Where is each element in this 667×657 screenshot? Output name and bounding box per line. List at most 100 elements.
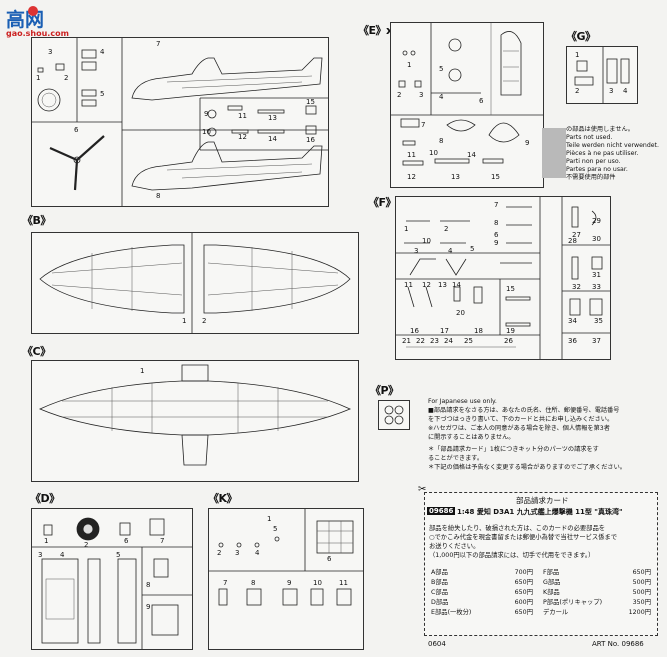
part-number: 2	[202, 317, 207, 325]
price-value: 500円	[632, 579, 651, 586]
part-number: 12	[238, 133, 247, 141]
card-code-badge: 09686	[427, 507, 456, 515]
unused-legend-line: Parts not used.	[566, 134, 613, 141]
part-number: 2	[217, 549, 222, 557]
section-g-label: 《G》	[566, 30, 596, 43]
sprue-f-drawing	[396, 197, 610, 359]
part-number: 5	[100, 90, 105, 98]
scissors-icon: ✂	[418, 484, 427, 495]
part-number: 32	[572, 283, 581, 291]
part-number: 16	[410, 327, 419, 335]
part-number: 5	[116, 551, 121, 559]
notice-line: に開示することはありません。	[428, 434, 515, 441]
part-number: 24	[444, 337, 453, 345]
part-number: 10	[202, 128, 211, 136]
part-number: 2	[84, 541, 89, 549]
part-number: 17	[440, 327, 449, 335]
part-number: 7	[421, 121, 426, 129]
price-row: F部品 650円	[543, 567, 651, 576]
part-number: 1	[36, 74, 41, 82]
card-product-name: 1:48 愛知 D3A1 九九式艦上爆撃機 11型 "真珠湾"	[457, 508, 623, 516]
notice-heading: For Japanese use only.	[428, 398, 497, 405]
part-number: 1	[182, 317, 187, 325]
card-intro-line: （1,000円以下の部品請求には、切手で代用をできます。）	[429, 552, 595, 559]
part-number: 31	[592, 271, 601, 279]
price-value: 650円	[514, 609, 533, 616]
part-number: 6	[327, 555, 332, 563]
footer-art-number: ART No. 09686	[592, 640, 644, 648]
part-number: 23	[430, 337, 439, 345]
part-number: 10	[422, 237, 431, 245]
price-part: F部品	[543, 569, 560, 576]
part-number: 22	[416, 337, 425, 345]
unused-parts-swatch	[542, 128, 566, 178]
price-value: 1200円	[628, 609, 651, 616]
section-c-label: 《C》	[22, 345, 51, 358]
part-number: 7	[494, 201, 499, 209]
part-number: 13	[268, 114, 277, 122]
unused-legend-line: の部品は使用しません。	[566, 126, 634, 133]
part-number: 1	[44, 537, 49, 545]
sprue-b-drawing	[39, 233, 351, 333]
sprue-f-frame: 1 2 3 4 5 6 7 8 9 10 11 12 13 14 15 16 1…	[395, 196, 611, 360]
part-number: 8	[494, 219, 499, 227]
part-number: 28	[568, 237, 577, 245]
part-number: 3	[48, 48, 53, 56]
part-number: 2	[397, 91, 402, 99]
price-value: 650円	[632, 569, 651, 576]
part-number: 2	[64, 74, 69, 82]
price-part: E部品(一枚分)	[431, 609, 472, 616]
part-number: 6	[74, 126, 79, 134]
part-number: 5	[439, 65, 444, 73]
part-number: 7	[160, 537, 165, 545]
part-number: 4	[60, 551, 65, 559]
price-value: 500円	[632, 589, 651, 596]
part-number: 8	[146, 581, 151, 589]
part-number: 9	[525, 139, 530, 147]
part-number: 19	[506, 327, 515, 335]
part-number: 30	[592, 235, 601, 243]
part-number: 7	[223, 579, 228, 587]
price-part: デカール	[543, 609, 569, 616]
part-number: 6	[124, 537, 129, 545]
part-number: 25	[464, 337, 473, 345]
price-part: A部品	[431, 569, 448, 576]
notice-line: ※ハセガワは、ご本人の同意がある場合を除き、個人情報を第3者	[428, 425, 610, 432]
watermark-text: 高网	[6, 9, 45, 31]
price-part: P部品(ポリキャップ)	[543, 599, 603, 606]
sprue-d-frame: 1 2 3 4 5 6 7 8 9	[31, 508, 193, 650]
sprue-p-frame	[378, 400, 410, 430]
sprue-g-drawing	[574, 47, 630, 103]
price-row: デカール 1200円	[543, 607, 651, 616]
price-row: E部品(一枚分) 650円	[431, 607, 533, 616]
unused-legend-line: Parti non per uso.	[566, 158, 621, 165]
part-number: 8	[251, 579, 256, 587]
part-number: 4	[100, 48, 105, 56]
sprue-a-drawing	[32, 38, 328, 206]
notice-line: ＊「部品請求カード」1枚につきキット分のパーツの請求をす	[428, 446, 599, 453]
part-number: 1	[407, 61, 412, 69]
part-number: 10	[313, 579, 322, 587]
part-number: 10	[429, 149, 438, 157]
part-number: 26	[504, 337, 513, 345]
part-number: 14	[268, 135, 277, 143]
part-number: 1	[404, 225, 409, 233]
price-row: B部品 650円	[431, 577, 533, 586]
part-number: 4	[439, 93, 444, 101]
part-number: 14	[467, 151, 476, 159]
footer-code: 0604	[428, 640, 446, 648]
price-part: D部品	[431, 599, 449, 606]
price-row: C部品 650円	[431, 587, 533, 596]
section-f-label: 《F》	[368, 196, 397, 209]
part-number: 15	[491, 173, 500, 181]
sprue-c-frame: 1	[31, 360, 359, 482]
part-number: 3	[414, 247, 419, 255]
sprue-e-frame: 1 2 3 4 5 6 7 8 9 10 11 12 13 14 15	[390, 22, 544, 188]
price-row: P部品(ポリキャップ) 350円	[543, 597, 651, 606]
price-part: K部品	[543, 589, 560, 596]
section-e-label: 《E》x2	[358, 24, 400, 37]
part-number: 9	[146, 603, 151, 611]
part-number: 15	[306, 98, 315, 106]
part-number: 5	[470, 245, 475, 253]
price-part: C部品	[431, 589, 448, 596]
